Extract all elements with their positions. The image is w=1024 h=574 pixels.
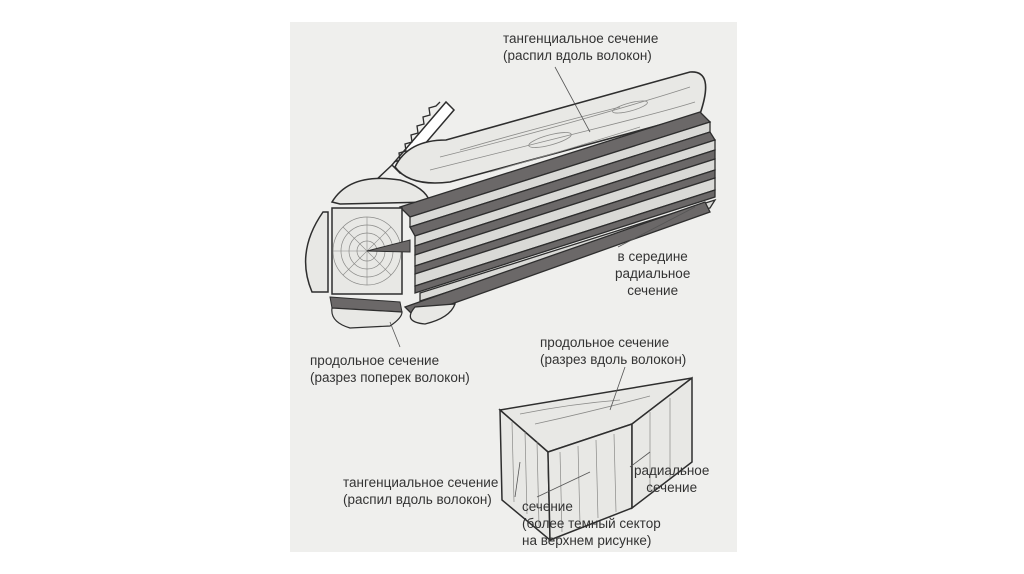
end-cap-top xyxy=(332,178,430,204)
label-section-note: сечение (более темный сектор на верхнем … xyxy=(522,498,661,549)
label-radial-bottom: радиальное сечение xyxy=(634,462,709,496)
log-illustration xyxy=(332,208,410,294)
label-cross-section: продольное сечение (разрез поперек волок… xyxy=(310,352,470,386)
label-tangential-top: тангенциальное сечение (распил вдоль вол… xyxy=(503,30,658,64)
bottom-slab-right xyxy=(410,304,455,324)
label-radial-middle: в середине радиальное сечение xyxy=(615,248,690,299)
label-longitudinal: продольное сечение (разрез вдоль волокон… xyxy=(540,334,686,368)
illustration-panel: тангенциальное сечение (распил вдоль вол… xyxy=(290,22,737,552)
left-slab xyxy=(306,212,328,292)
label-tangential-bottom: тангенциальное сечение (распил вдоль вол… xyxy=(343,474,498,508)
